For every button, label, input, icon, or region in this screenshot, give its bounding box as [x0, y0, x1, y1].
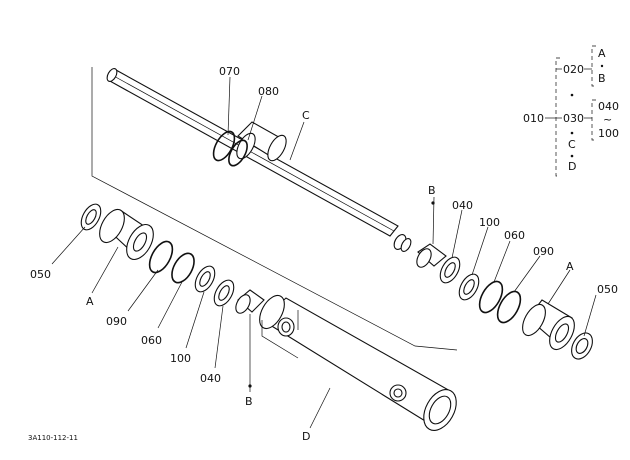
label-100-right: 100 — [479, 216, 500, 229]
legend-010: 010 — [523, 112, 544, 125]
label-070: 070 — [219, 65, 240, 78]
legend-030: 030 — [563, 112, 584, 125]
legend-d: D — [568, 160, 576, 173]
legend-100: 100 — [598, 127, 619, 140]
legend-a: A — [598, 47, 606, 60]
tube-body — [261, 297, 453, 425]
label-040-right: 040 — [452, 199, 473, 212]
oring-060-right — [478, 280, 504, 314]
legend-c: C — [568, 138, 576, 151]
seal-ring-080 — [228, 139, 248, 167]
oring-090-left — [148, 240, 174, 274]
label-080: 080 — [258, 85, 279, 98]
piston-rod-assembly — [91, 67, 458, 351]
part-labels: 070 080 C B 040 100 060 090 A 050 050 A … — [28, 65, 618, 443]
label-060-left: 060 — [141, 334, 162, 347]
left-parts-group — [80, 203, 265, 314]
oring-060-left — [171, 252, 195, 284]
oring-090-right — [496, 290, 522, 324]
assembly-legend: 010 020 A B 030 040 ~ 100 C D — [523, 45, 619, 177]
label-090-right: 090 — [533, 245, 554, 258]
label-050-right: 050 — [597, 283, 618, 296]
label-d: D — [302, 430, 310, 443]
legend-020: 020 — [563, 63, 584, 76]
legend-040: 040 — [598, 100, 619, 113]
label-b-right: B — [428, 184, 436, 197]
cylinder-tube — [259, 294, 457, 431]
label-100-left: 100 — [170, 352, 191, 365]
label-040-left: 040 — [200, 372, 221, 385]
label-a-right: A — [566, 260, 574, 273]
drawing-code: 3A110-112-11 — [28, 434, 78, 442]
label-090-left: 090 — [106, 315, 127, 328]
legend-tilde: ~ — [603, 113, 612, 126]
label-a-left: A — [86, 295, 94, 308]
leader-lines — [51, 76, 597, 429]
label-c: C — [302, 109, 310, 122]
right-parts-group — [416, 243, 593, 360]
label-050-left: 050 — [30, 268, 51, 281]
rod-frame-line — [91, 67, 458, 351]
label-b-left: B — [245, 395, 253, 408]
label-060-right: 060 — [504, 229, 525, 242]
legend-b: B — [598, 72, 606, 85]
